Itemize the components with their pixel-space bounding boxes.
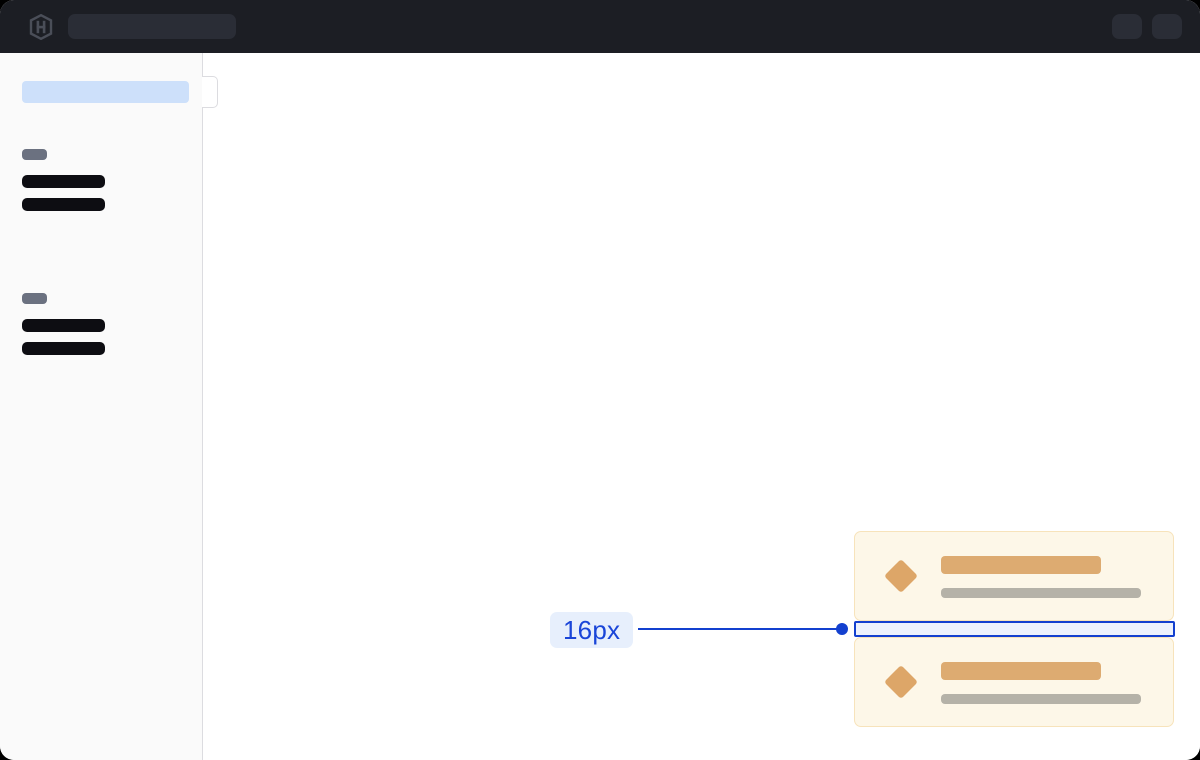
search-input[interactable]: [68, 14, 236, 39]
sidebar-item[interactable]: [22, 198, 105, 211]
sidebar-group-label: [22, 293, 47, 304]
sidebar-group-label: [22, 149, 47, 160]
top-bar: [0, 0, 1200, 53]
sidebar-item[interactable]: [22, 342, 105, 355]
card-title: [941, 662, 1101, 680]
diamond-icon: [884, 665, 918, 699]
card[interactable]: [854, 637, 1174, 727]
spacing-leader-dot: [836, 623, 848, 635]
diamond-icon: [884, 559, 918, 593]
sidebar-group: [22, 293, 105, 355]
spacing-leader-line: [638, 628, 843, 630]
spacing-value-badge: 16px: [550, 612, 634, 648]
header-action-placeholder-icon[interactable]: [1152, 14, 1182, 39]
sidebar-item[interactable]: [22, 319, 105, 332]
card-subtitle: [941, 694, 1141, 704]
hashicorp-logo-icon[interactable]: [28, 14, 54, 40]
card-subtitle: [941, 588, 1141, 598]
sidebar-item[interactable]: [22, 175, 105, 188]
sidebar: [0, 53, 203, 760]
card[interactable]: [854, 531, 1174, 621]
spacing-highlight-box: [854, 621, 1175, 637]
card-title: [941, 556, 1101, 574]
sidebar-item-active[interactable]: [22, 81, 189, 103]
sidebar-group: [22, 149, 105, 211]
spacing-value-label: 16px: [563, 615, 621, 645]
sidebar-collapse-handle-icon[interactable]: [202, 76, 218, 108]
header-action-placeholder-icon[interactable]: [1112, 14, 1142, 39]
